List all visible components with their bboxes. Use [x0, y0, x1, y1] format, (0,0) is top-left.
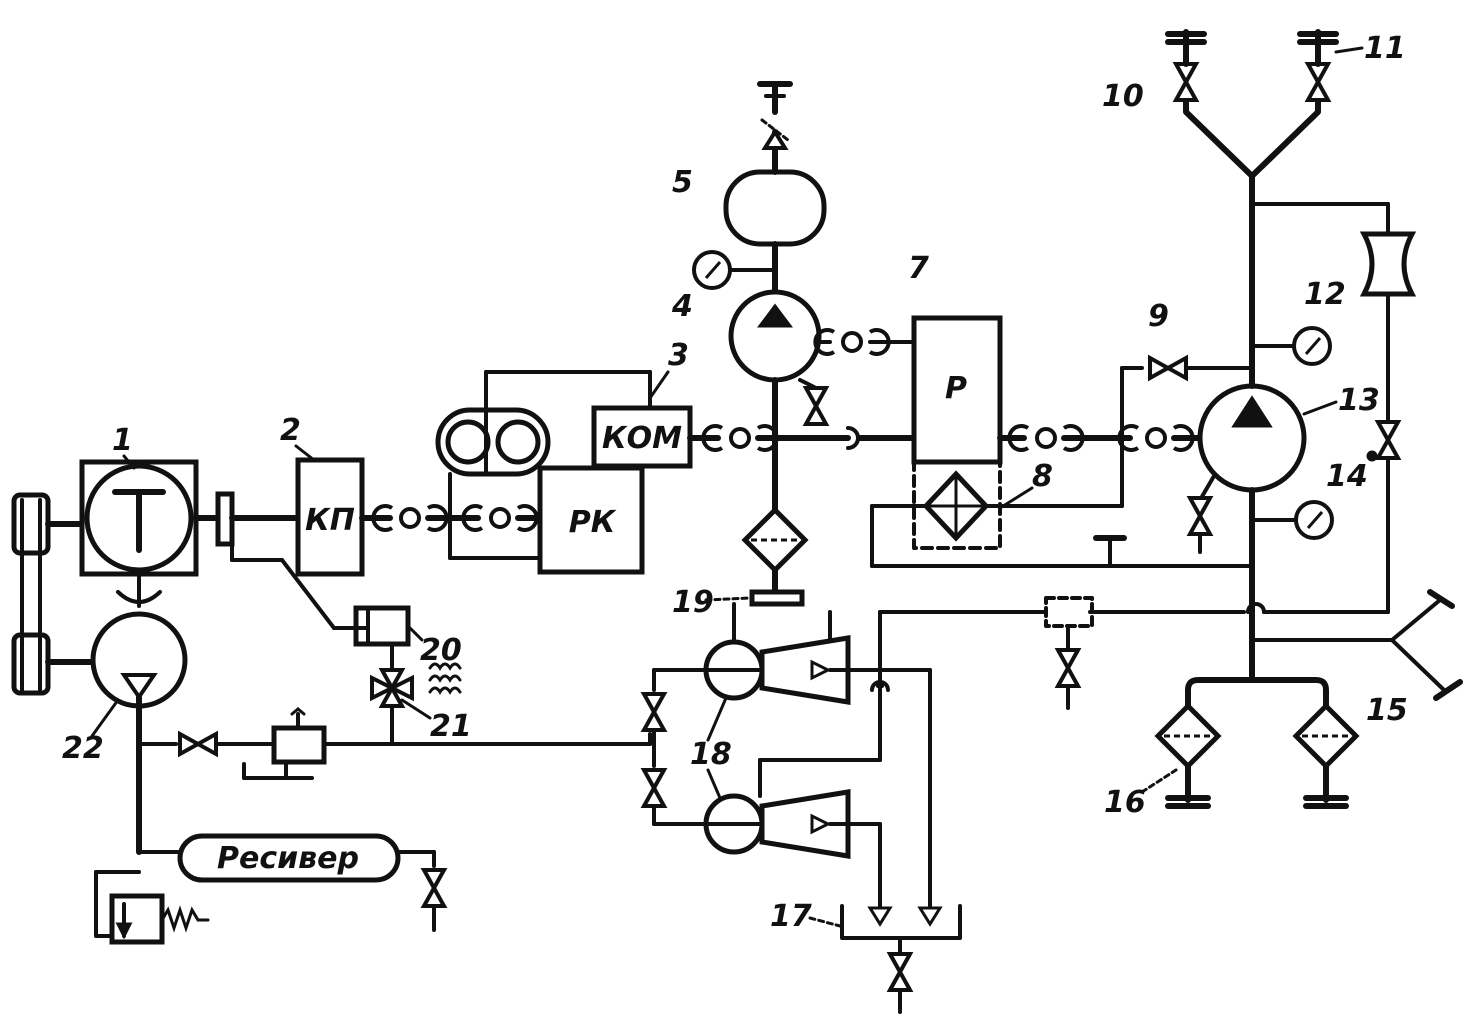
check-valve-19 — [1044, 596, 1094, 628]
pto-kom: КОМ — [591, 405, 693, 469]
gearbox-label: КП — [305, 503, 355, 538]
valve-10 — [1174, 62, 1198, 102]
pump-18-lower — [703, 789, 851, 859]
valve-17 — [888, 952, 912, 992]
pressure-regulator — [242, 707, 327, 780]
tank-label: Р — [945, 371, 967, 406]
pump-4 — [728, 289, 822, 383]
pto-label: КОМ — [602, 421, 682, 456]
tray-17 — [840, 904, 962, 940]
label-21: 21 — [430, 709, 472, 744]
ejector — [1359, 231, 1417, 297]
label-18: 18 — [690, 737, 732, 772]
main-pump-13 — [1197, 383, 1307, 493]
valve-9 — [1148, 356, 1188, 380]
valve-14 — [1376, 420, 1400, 460]
valve-18-a — [642, 692, 666, 732]
heat-exchanger-8 — [912, 460, 1002, 550]
receiver: Ресивер — [177, 833, 401, 883]
label-20: 20 — [420, 633, 462, 668]
gauge-4 — [692, 250, 732, 290]
valve-pump-4-drain — [804, 386, 828, 426]
tank-p: Р — [911, 315, 1003, 465]
valve-18-b — [642, 768, 666, 808]
label-15: 15 — [1366, 693, 1408, 728]
pump-22 — [90, 572, 188, 709]
vacuum-tank-5 — [723, 169, 827, 247]
gearbox-kp: КП — [295, 457, 365, 577]
label-1: 1 — [112, 423, 133, 458]
label-12: 12 — [1304, 277, 1346, 312]
transfer-case-label: РК — [569, 505, 617, 540]
receiver-label: Ресивер — [217, 841, 359, 876]
label-19: 19 — [672, 585, 714, 620]
label-8: 8 — [1032, 459, 1053, 494]
label-2: 2 — [280, 413, 301, 448]
filter-16 — [1158, 706, 1218, 766]
label-3: 3 — [668, 338, 689, 373]
valve-receiver-drain — [422, 868, 446, 908]
drive-wheels — [435, 370, 652, 560]
label-13: 13 — [1338, 383, 1380, 418]
label-10: 10 — [1102, 79, 1144, 114]
gauge-12 — [1292, 326, 1332, 366]
cylinder-20 — [332, 605, 411, 647]
engine-1 — [79, 459, 199, 577]
label-22: 22 — [62, 731, 104, 766]
label-9: 9 — [1148, 299, 1169, 334]
label-7: 7 — [908, 251, 929, 286]
valve-21 — [370, 668, 414, 708]
label-14: 14 — [1326, 459, 1368, 494]
filter-15 — [1296, 706, 1356, 766]
safety-valve — [94, 870, 210, 945]
label-4: 4 — [671, 289, 693, 324]
label-11: 11 — [1364, 31, 1406, 66]
filter-4 — [745, 510, 805, 570]
valve-manifold — [1056, 648, 1080, 688]
gauge-13 — [1294, 500, 1334, 540]
valve-11 — [1306, 62, 1330, 102]
label-16: 16 — [1104, 785, 1146, 820]
label-17: 17 — [770, 899, 812, 934]
valve-pump-13-drain — [1188, 496, 1212, 536]
manifold-19 — [749, 589, 805, 607]
label-5: 5 — [672, 165, 693, 200]
belt-drive — [11, 492, 99, 696]
pump-18-upper — [703, 635, 851, 705]
valve-air — [178, 732, 218, 756]
transfer-case-rk: РК — [537, 465, 645, 575]
